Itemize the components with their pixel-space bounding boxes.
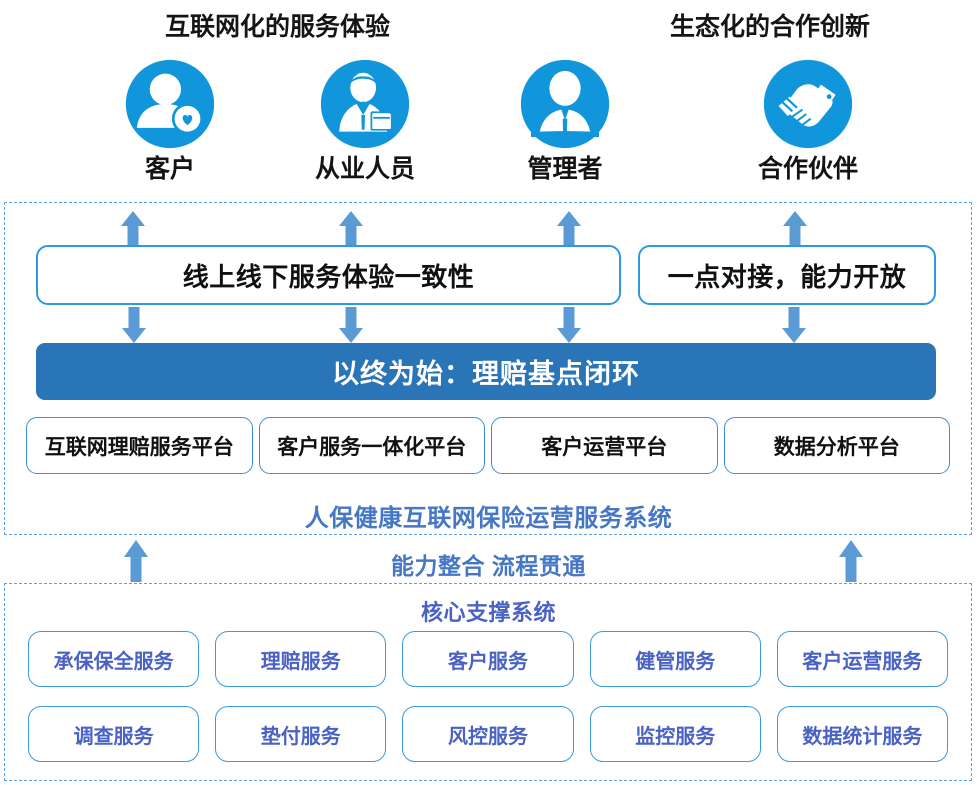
core-label: 客户运营服务 [802, 650, 923, 673]
core-support-caption: 核心支撑系统 [420, 600, 556, 625]
arrow-up-3 [782, 211, 808, 247]
arrow-down-2 [556, 307, 582, 343]
core-label: 调查服务 [73, 725, 154, 748]
arrow-up-0 [120, 211, 146, 247]
core-service-row: 调查服务 垫付服务 风控服务 监控服务 数据统计服务 [28, 706, 949, 762]
persona-partner[interactable]: 合作伙伴 [733, 58, 883, 182]
heading-service-experience: 互联网化的服务体验 [165, 13, 391, 41]
platform-label: 互联网理赔服务平台 [44, 435, 234, 459]
staff-person-folder-icon [320, 59, 410, 149]
heading-ecosystem-innovation: 生态化的合作创新 [670, 13, 871, 41]
system-caption: 人保健康互联网保险运营服务系统 [304, 505, 673, 532]
operation-system-container [4, 202, 972, 535]
core-box-risk-control[interactable]: 风控服务 [402, 706, 574, 762]
core-box-monitoring[interactable]: 监控服务 [589, 706, 761, 762]
core-label: 理赔服务 [260, 650, 341, 673]
platform-box-integrated-service[interactable]: 客户服务一体化平台 [258, 417, 485, 474]
persona-label: 客户 [144, 155, 195, 183]
bridge-caption: 能力整合 流程贯通 [391, 553, 586, 579]
arrow-down-1 [338, 307, 364, 343]
persona-label: 合作伙伴 [757, 155, 858, 183]
platform-row: 互联网理赔服务平台 客户服务一体化平台 客户运营平台 数据分析平台 [26, 417, 950, 474]
platform-label: 客户服务一体化平台 [277, 435, 467, 459]
manager-person-suit-icon [520, 59, 610, 149]
arrow-bridge-left [123, 540, 149, 582]
experience-box-open-capability[interactable]: 一点对接，能力开放 [638, 245, 936, 305]
core-label: 监控服务 [635, 725, 716, 748]
arrow-down-3 [781, 307, 807, 343]
closed-loop-banner[interactable]: 以终为始：理赔基点闭环 [36, 343, 936, 400]
core-box-investigation[interactable]: 调查服务 [28, 706, 200, 762]
core-box-claim[interactable]: 理赔服务 [215, 631, 387, 687]
core-label: 风控服务 [448, 725, 528, 748]
experience-box-online-offline[interactable]: 线上线下服务体验一致性 [36, 245, 621, 305]
arrow-up-2 [556, 211, 582, 247]
persona-customer[interactable]: 客户 [95, 58, 245, 182]
customer-person-heart-icon [125, 59, 215, 149]
core-label: 数据统计服务 [802, 725, 923, 748]
persona-manager[interactable]: 管理者 [490, 58, 640, 182]
core-box-customer-operation[interactable]: 客户运营服务 [776, 631, 949, 687]
experience-box-label: 一点对接，能力开放 [667, 261, 907, 292]
core-label: 承保保全服务 [53, 650, 174, 673]
arrow-down-0 [121, 307, 147, 343]
core-support-container [4, 583, 972, 781]
core-box-customer-service[interactable]: 客户服务 [402, 631, 574, 687]
persona-label: 管理者 [527, 155, 603, 183]
arrow-up-1 [338, 211, 364, 247]
core-box-underwriting-preservation[interactable]: 承保保全服务 [28, 631, 200, 687]
platform-box-data-analysis[interactable]: 数据分析平台 [723, 417, 950, 474]
persona-staff[interactable]: 从业人员 [290, 58, 440, 182]
core-box-advance-payment[interactable]: 垫付服务 [215, 706, 387, 762]
platform-box-internet-claim[interactable]: 互联网理赔服务平台 [26, 417, 253, 474]
platform-box-customer-operation[interactable]: 客户运营平台 [491, 417, 718, 474]
persona-label: 从业人员 [314, 155, 415, 183]
core-label: 客户服务 [448, 650, 528, 673]
core-box-health-management[interactable]: 健管服务 [589, 631, 761, 687]
core-service-row: 承保保全服务 理赔服务 客户服务 健管服务 客户运营服务 [28, 631, 949, 687]
core-label: 垫付服务 [260, 725, 341, 748]
banner-label: 以终为始：理赔基点闭环 [332, 359, 640, 389]
platform-label: 数据分析平台 [773, 435, 900, 459]
experience-box-label: 线上线下服务体验一致性 [182, 261, 475, 292]
arrow-bridge-right [838, 540, 864, 582]
handshake-partner-icon [763, 59, 853, 149]
core-label: 健管服务 [635, 650, 716, 673]
platform-label: 客户运营平台 [541, 435, 668, 459]
core-box-data-statistics[interactable]: 数据统计服务 [776, 706, 949, 762]
